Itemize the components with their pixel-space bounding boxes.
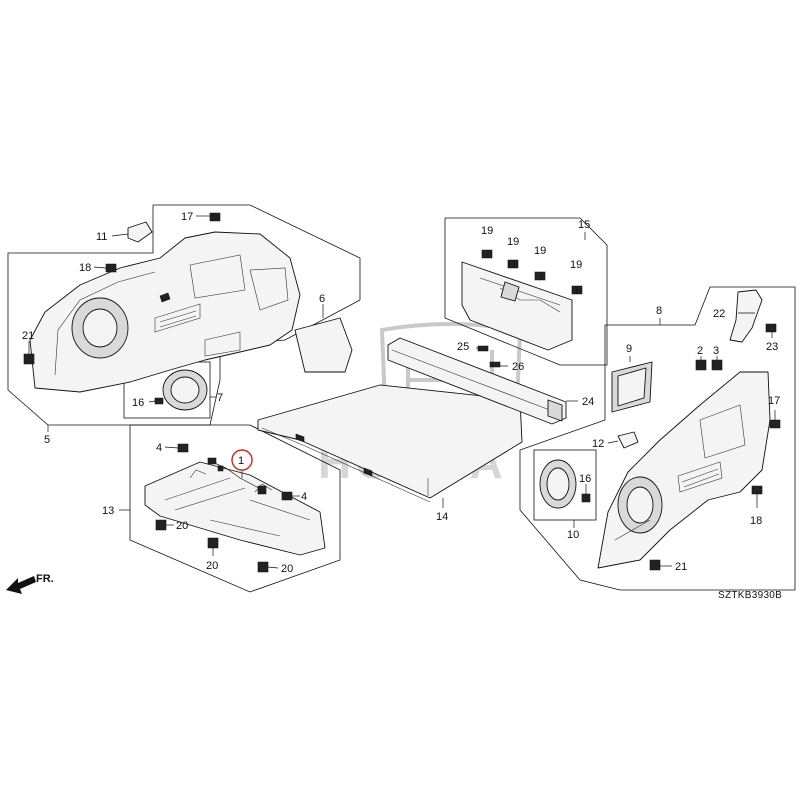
callout-22: 22 (713, 308, 725, 320)
callout-5: 5 (44, 434, 50, 446)
access-panel-9 (611, 361, 653, 413)
floor-deck-support (144, 461, 326, 556)
group-frames (7, 204, 796, 593)
callout-6: 6 (319, 293, 325, 305)
clip-4-lower (281, 491, 293, 501)
callout-9: 9 (626, 343, 632, 355)
pin-25 (477, 345, 489, 352)
callout-19-a: 19 (481, 225, 493, 237)
hook-11 (127, 221, 153, 243)
callout-26: 26 (512, 361, 524, 373)
speaker-grille-right (539, 459, 577, 509)
callout-4-lower: 4 (301, 491, 307, 503)
callout-19-c: 19 (534, 245, 546, 257)
cargo-floor-lid (257, 384, 523, 503)
clip-17-right (769, 419, 781, 429)
clip-4-upper (177, 443, 189, 453)
clip-20-a (155, 519, 167, 531)
callout-21-left: 21 (22, 330, 34, 342)
clip-20-b (207, 537, 219, 549)
clip-19-a (481, 249, 493, 259)
left-side-trim-panel (29, 231, 301, 393)
callout-13: 13 (102, 505, 114, 517)
hook-12 (617, 431, 639, 449)
bracket-22 (729, 289, 763, 343)
clip-19-c (534, 271, 546, 281)
callout-25: 25 (457, 341, 469, 353)
clip-23 (765, 323, 777, 333)
callout-4-upper: 4 (156, 442, 162, 454)
callout-11: 11 (96, 231, 107, 243)
speaker-grille-left (162, 369, 208, 411)
clip-16-left (154, 397, 164, 405)
clip-19-b (507, 259, 519, 269)
callout-15: 15 (578, 219, 590, 231)
clip-21-left (23, 353, 35, 365)
callout-23: 23 (766, 341, 778, 353)
callout-8: 8 (656, 305, 662, 317)
callout-3: 3 (713, 345, 719, 357)
clip-17-left (209, 212, 221, 222)
callout-14: 14 (436, 511, 448, 523)
right-side-trim-panel (597, 371, 771, 569)
callout-20-a: 20 (176, 520, 188, 532)
front-direction-indicator: FR. (6, 573, 54, 594)
rear-panel-lining (461, 261, 573, 351)
clip-21-right (649, 559, 661, 571)
callout-24: 24 (582, 396, 594, 408)
callout-18-left: 18 (79, 262, 91, 274)
callout-1: 1 (238, 455, 244, 467)
callout-10: 10 (567, 529, 579, 541)
callout-12: 12 (592, 438, 604, 450)
callout-20-b: 20 (206, 560, 218, 572)
clip-2 (695, 359, 707, 371)
cover-plate (294, 317, 353, 373)
callout-2: 2 (697, 345, 703, 357)
clip-16-right (581, 493, 591, 503)
callout-17-left: 17 (181, 211, 193, 223)
highlight-ring-1 (231, 449, 253, 471)
drawing-code: SZTKB3930B (718, 590, 782, 601)
front-arrow-icon (6, 576, 36, 594)
callout-21-right: 21 (675, 561, 687, 573)
callout-19-b: 19 (507, 236, 519, 248)
callout-17-right: 17 (768, 395, 780, 407)
callout-7: 7 (217, 392, 223, 404)
tonneau-cover (387, 337, 567, 425)
callout-16-left: 16 (132, 397, 144, 409)
callout-18-right: 18 (750, 515, 762, 527)
callout-20-c: 20 (281, 563, 293, 575)
callout-16-right: 16 (579, 473, 591, 485)
callout-19-d: 19 (570, 259, 582, 271)
pin-26 (489, 361, 501, 368)
clip-20-c (257, 561, 269, 573)
wire-harness-1 (207, 457, 267, 495)
clip-18-right (751, 485, 763, 495)
leader-lines (28, 215, 776, 569)
front-label: FR. (36, 573, 54, 585)
callout-labels: 1 2 3 4 4 5 6 7 8 9 10 11 12 13 14 15 16… (22, 211, 780, 575)
clip-3 (711, 359, 723, 371)
clip-18-left (105, 263, 117, 273)
